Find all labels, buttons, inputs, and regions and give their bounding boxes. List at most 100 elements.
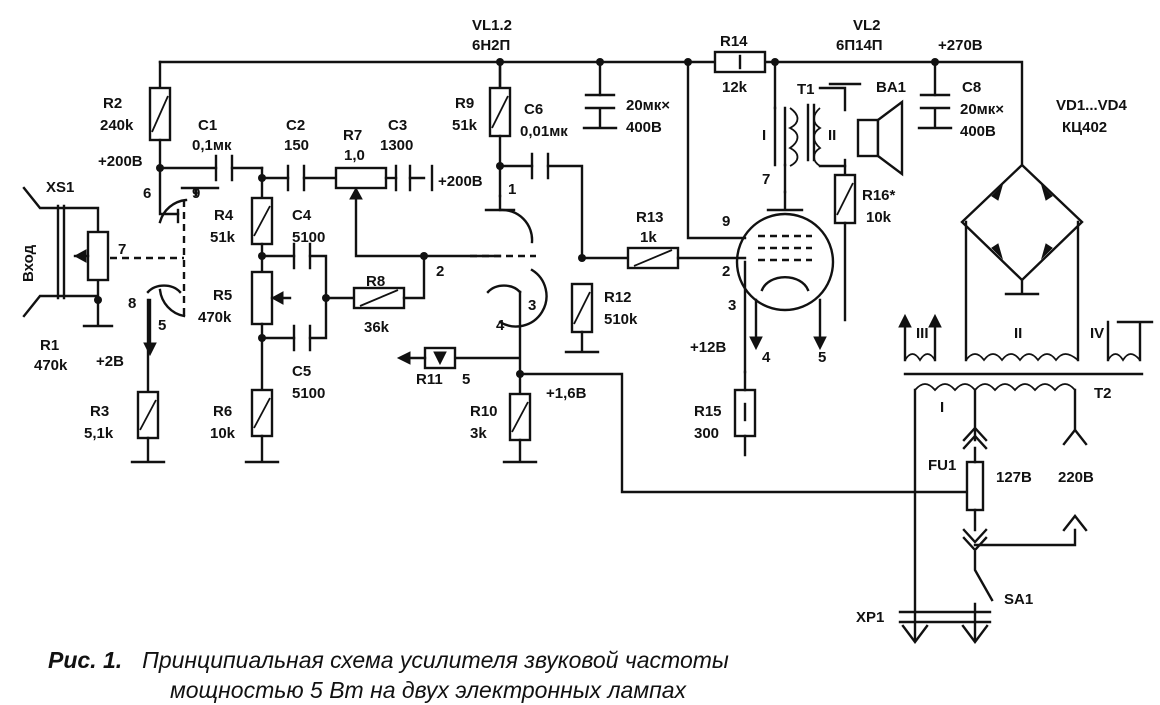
- label-r12-ref: R12: [604, 289, 632, 306]
- label-r10-value: 3k: [470, 425, 487, 442]
- label-r9-value: 51k: [452, 117, 478, 134]
- pin-vl1-5: 5: [158, 317, 166, 334]
- capacitor-c8: [917, 93, 953, 130]
- resistor-r3: [130, 298, 166, 464]
- label-c8-value-2: 400В: [960, 123, 996, 140]
- label-r14-value: 12k: [722, 79, 748, 96]
- resistor-r15: [733, 370, 757, 457]
- label-r2-ref: R2: [103, 95, 122, 112]
- resistor-r6: [244, 388, 280, 464]
- label-c2-value: 150: [284, 137, 309, 154]
- label-c5-value: 5100: [292, 385, 325, 402]
- label-c6-value: 0,01мк: [520, 123, 568, 140]
- label-r8-value: 36k: [364, 319, 390, 336]
- label-r1-value: 470k: [34, 357, 68, 374]
- transformer-t1: [773, 82, 862, 194]
- transformer-t2: [898, 313, 1154, 614]
- label-c1-value: 0,1мк: [192, 137, 232, 154]
- label-c1-ref: C1: [198, 117, 217, 134]
- resistor-r10: [502, 372, 977, 494]
- label-xs1: XS1: [46, 179, 74, 196]
- capacitor-c2: [260, 164, 338, 192]
- label-voltage-200-a: +200В: [98, 153, 143, 170]
- input-connector-xs1: [22, 186, 114, 328]
- label-c7-value-1: 20мк×: [626, 97, 670, 114]
- label-c3-ref: C3: [388, 117, 407, 134]
- capacitor-c3: [394, 164, 434, 192]
- fuse-fu1: [965, 446, 985, 532]
- supply-rail: [158, 60, 1024, 240]
- label-r11-ref: R11: [416, 371, 443, 388]
- resistor-r12: [564, 282, 600, 354]
- label-fu1: FU1: [928, 457, 956, 474]
- label-c4-ref: C4: [292, 207, 312, 224]
- label-c7-value-2: 400В: [626, 119, 662, 136]
- label-vl2-ref: VL2: [853, 17, 881, 34]
- label-r3-value: 5,1k: [84, 425, 114, 442]
- pin-vl1b-3: 3: [528, 297, 536, 314]
- pin-vl2-2: 2: [722, 263, 730, 280]
- label-sa1: SA1: [1004, 591, 1033, 608]
- label-r4-ref: R4: [214, 207, 234, 224]
- label-vl1-type: 6Н2П: [472, 37, 510, 54]
- label-c3-value: 1300: [380, 137, 413, 154]
- label-t1: T1: [797, 81, 815, 98]
- label-voltage-200-b: +200В: [438, 173, 483, 190]
- label-input: Вход: [20, 244, 37, 282]
- label-c5-ref: C5: [292, 363, 311, 380]
- label-r6-value: 10k: [210, 425, 236, 442]
- label-r1-ref: R1: [40, 337, 59, 354]
- tube-vl1-2: [453, 60, 548, 376]
- label-t2-winding-2: II: [1014, 325, 1022, 342]
- pin-vl1-9: 9: [192, 185, 200, 202]
- label-bridge-ref: VD1...VD4: [1056, 97, 1128, 114]
- label-r4-value: 51k: [210, 229, 236, 246]
- label-r3-ref: R3: [90, 403, 109, 420]
- resistor-r7: [334, 166, 502, 258]
- pin-vl2-9: 9: [722, 213, 730, 230]
- resistor-r13: [580, 246, 747, 270]
- label-r16-value: 10k: [866, 209, 892, 226]
- label-r10-ref: R10: [470, 403, 498, 420]
- pin-vl1b-4: 4: [496, 317, 505, 334]
- resistor-r9: [488, 86, 512, 198]
- label-bridge-type: КЦ402: [1062, 119, 1107, 136]
- mains-plug-xp1: [898, 610, 992, 644]
- label-c4-value: 5100: [292, 229, 325, 246]
- label-vl2-type: 6П14П: [836, 37, 883, 54]
- pin-vl2-3: 3: [728, 297, 736, 314]
- label-c6-ref: C6: [524, 101, 543, 118]
- caption-text-1: Принципиальная схема усилителя звуковой …: [142, 647, 729, 673]
- label-voltage-270: +270В: [938, 37, 983, 54]
- label-r5-value: 470k: [198, 309, 232, 326]
- label-tap-127: 127В: [996, 469, 1032, 486]
- label-r15-ref: R15: [694, 403, 722, 420]
- label-r6-ref: R6: [213, 403, 232, 420]
- capacitor-c1: [158, 154, 264, 182]
- pin-vl1-6: 6: [143, 185, 151, 202]
- label-r8-ref: R8: [366, 273, 385, 290]
- pin-vl1-7: 7: [118, 241, 126, 258]
- pin-vl2-5: 5: [818, 349, 826, 366]
- label-r15-value: 300: [694, 425, 719, 442]
- pin-vl1b-1: 1: [508, 181, 516, 198]
- label-t1-winding-1: I: [762, 127, 766, 144]
- label-t2-winding-3: III: [916, 325, 929, 342]
- label-t2-winding-1: I: [940, 399, 944, 416]
- label-r14-ref: R14: [720, 33, 748, 50]
- label-c2-ref: C2: [286, 117, 305, 134]
- resistor-r16: [833, 158, 857, 322]
- label-c8-value-1: 20мк×: [960, 101, 1004, 118]
- caption-prefix: Рис. 1.: [48, 647, 123, 673]
- label-voltage-2: +2В: [96, 353, 124, 370]
- resistor-r8: [324, 254, 426, 310]
- resistor-r4: [250, 166, 274, 274]
- label-r5-ref: R5: [213, 287, 232, 304]
- label-t2: T2: [1094, 385, 1112, 402]
- pin-vl2-7: 7: [762, 171, 770, 188]
- bridge-rectifier: [960, 163, 1084, 362]
- label-r13-ref: R13: [636, 209, 664, 226]
- capacitor-c7: [582, 93, 618, 130]
- junction-dots: [94, 58, 939, 378]
- resistor-r14: [713, 50, 767, 74]
